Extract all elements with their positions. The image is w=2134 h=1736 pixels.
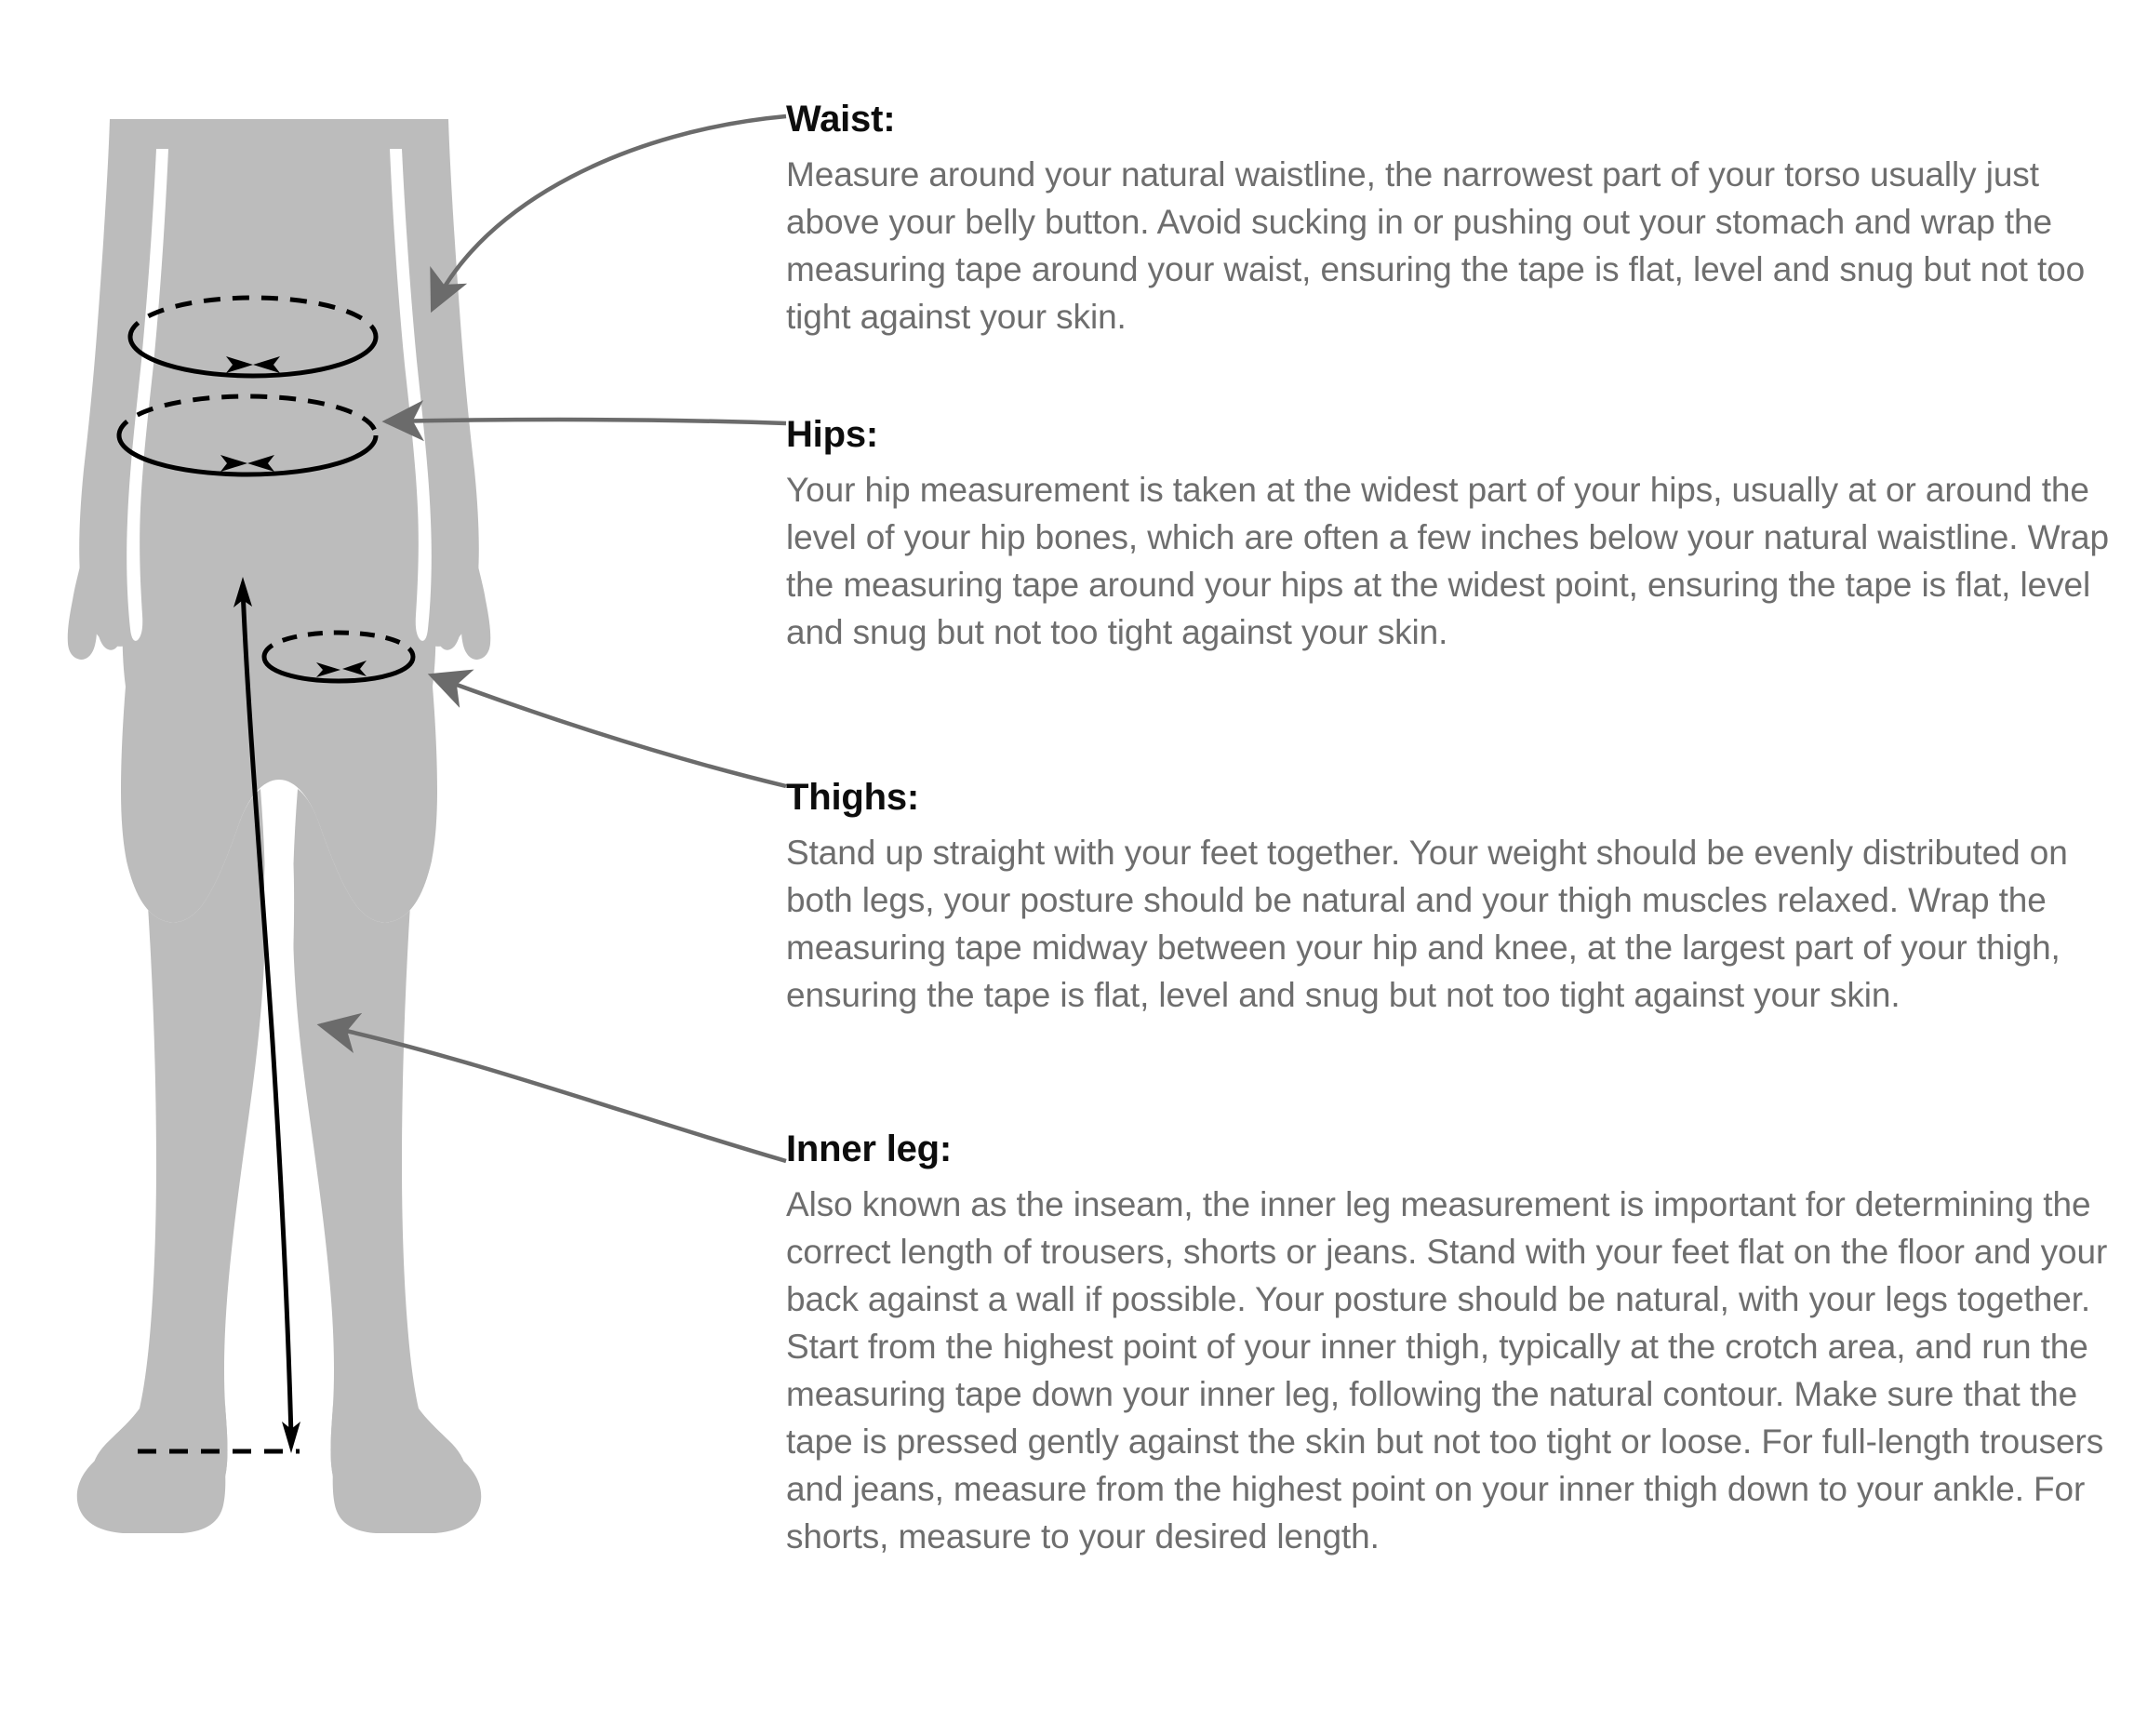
- inner-leg-arrow-bottom: [282, 1422, 300, 1453]
- waist-ring-back-dashed: [127, 295, 379, 338]
- measurement-instructions-panel: Waist: Measure around your natural waist…: [786, 0, 2126, 1736]
- inner-leg-measuring-arrow: [138, 577, 300, 1454]
- waist-arrow-left: [226, 356, 253, 373]
- waist-body-text: Measure around your natural waistline, t…: [786, 155, 2086, 336]
- hips-body-text: Your hip measurement is taken at the wid…: [786, 471, 2109, 651]
- waist-ring-front-solid: [127, 336, 379, 379]
- thigh-ring-back-dashed: [261, 630, 416, 658]
- hips-measuring-tape-ring: [116, 394, 379, 477]
- hips-arrow-left: [220, 455, 247, 472]
- thigh-arrow-right: [342, 661, 367, 676]
- inner-leg-body-text: Also known as the inseam, the inner leg …: [786, 1185, 2108, 1556]
- thigh-measuring-tape-ring: [261, 630, 416, 684]
- body-figure-panel: [0, 0, 800, 1736]
- hips-leader-line: [381, 400, 787, 442]
- hips-heading: Hips:: [786, 414, 879, 455]
- inner-leg-heading: Inner leg:: [786, 1128, 953, 1169]
- body-silhouette: [67, 119, 491, 1533]
- waist-heading: Waist:: [786, 99, 896, 140]
- inner-leg-line: [240, 587, 294, 1438]
- waist-measuring-tape-ring: [127, 295, 379, 379]
- thighs-heading: Thighs:: [786, 777, 920, 818]
- thighs-body-text: Stand up straight with your feet togethe…: [786, 834, 2068, 1014]
- section-waist: Waist: Measure around your natural waist…: [786, 100, 2112, 341]
- waist-arrow-right: [253, 356, 280, 373]
- inner-leg-leader-line: [316, 1012, 787, 1164]
- hips-ring-front-solid: [116, 434, 379, 477]
- section-inner-leg: Inner leg: Also known as the inseam, the…: [786, 1130, 2112, 1560]
- section-thighs: Thighs: Stand up straight with your feet…: [786, 779, 2112, 1019]
- section-hips: Hips: Your hip measurement is taken at t…: [786, 416, 2112, 656]
- thighs-leader-line: [427, 669, 787, 789]
- waist-leader-line: [430, 114, 787, 314]
- inner-leg-arrow-top: [233, 577, 252, 608]
- leg-gap: [264, 781, 294, 1437]
- body-diagram-svg: [67, 114, 787, 1533]
- thigh-ring-front-solid: [261, 656, 416, 684]
- hips-arrow-right: [247, 455, 274, 472]
- thigh-arrow-left: [316, 662, 340, 677]
